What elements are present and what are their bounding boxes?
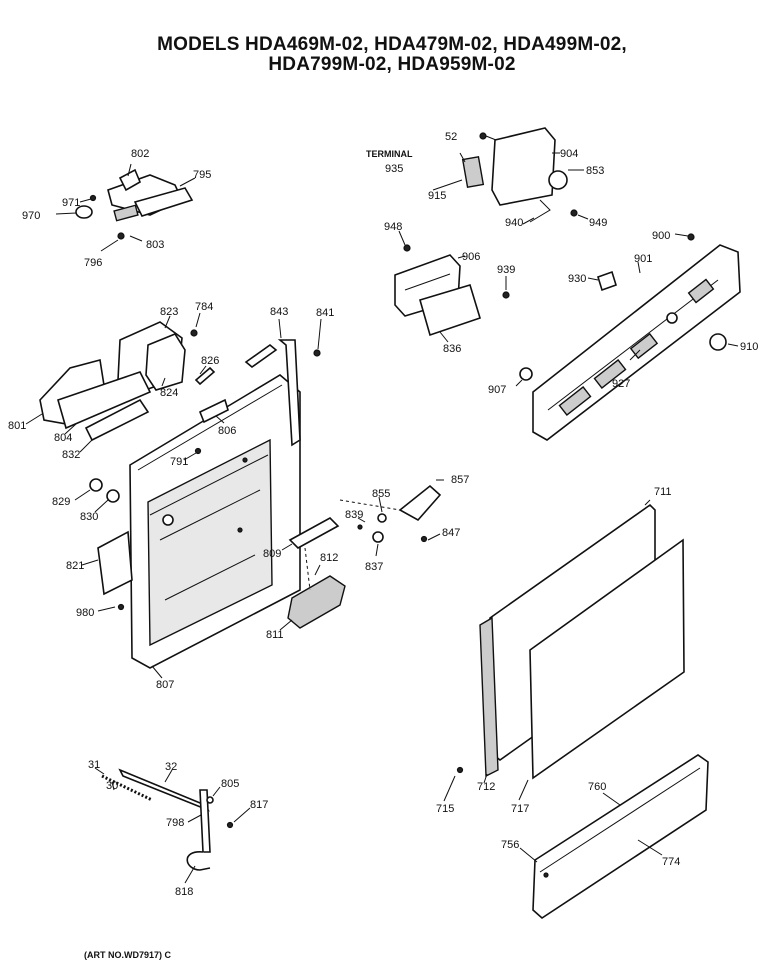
label-915: 915 xyxy=(428,190,446,202)
label-711: 711 xyxy=(654,486,672,498)
label-829: 829 xyxy=(52,496,70,508)
label-904: 904 xyxy=(560,148,578,160)
label-803: 803 xyxy=(146,239,164,251)
label-812: 812 xyxy=(320,552,338,564)
control-panel xyxy=(515,233,741,441)
label-939: 939 xyxy=(497,264,515,276)
control-parts xyxy=(394,127,589,343)
label-32: 32 xyxy=(165,761,177,773)
label-798: 798 xyxy=(166,817,184,829)
label-841: 841 xyxy=(316,307,334,319)
label-756: 756 xyxy=(501,839,519,851)
art-number: (ART NO.WD7917) C xyxy=(84,950,172,960)
label-853: 853 xyxy=(586,165,604,177)
label-795: 795 xyxy=(193,169,211,181)
label-970: 970 xyxy=(22,210,40,222)
label-818: 818 xyxy=(175,886,193,898)
label-791: 791 xyxy=(170,456,188,468)
label-847: 847 xyxy=(442,527,460,539)
diagram-title-line-2: HDA799M-02, HDA959M-02 xyxy=(268,54,516,75)
label-715: 715 xyxy=(436,803,454,815)
label-910: 910 xyxy=(740,341,758,353)
label-830: 830 xyxy=(80,511,98,523)
label-971: 971 xyxy=(62,197,80,209)
label-839: 839 xyxy=(345,509,363,521)
label-31: 31 xyxy=(88,759,100,771)
label-901: 901 xyxy=(634,253,652,265)
label-796: 796 xyxy=(84,257,102,269)
label-823: 823 xyxy=(160,306,178,318)
outer-door-panel xyxy=(443,499,685,802)
door-spring-assembly xyxy=(94,767,251,884)
label-784: 784 xyxy=(195,301,213,313)
label-826: 826 xyxy=(201,355,219,367)
terminal-caption: TERMINAL xyxy=(366,149,413,159)
label-935: 935 xyxy=(385,163,403,175)
toe-panel xyxy=(519,754,709,920)
label-948: 948 xyxy=(384,221,402,233)
label-817: 817 xyxy=(250,799,268,811)
label-832: 832 xyxy=(62,449,80,461)
label-930: 930 xyxy=(568,273,586,285)
latch-assembly xyxy=(55,163,196,252)
label-802: 802 xyxy=(131,148,149,160)
label-760: 760 xyxy=(588,781,606,793)
label-824: 824 xyxy=(160,387,178,399)
label-774: 774 xyxy=(662,856,680,868)
label-801: 801 xyxy=(8,420,26,432)
label-804: 804 xyxy=(54,432,72,444)
label-949: 949 xyxy=(589,217,607,229)
diagram-title-line-1: MODELS HDA469M-02, HDA479M-02, HDA499M-0… xyxy=(157,34,627,55)
label-900: 900 xyxy=(652,230,670,242)
label-717: 717 xyxy=(511,803,529,815)
label-857: 857 xyxy=(451,474,469,486)
part-labels: 802 795 971 970 803 796 823 784 843 841 … xyxy=(8,131,758,898)
label-809: 809 xyxy=(263,548,281,560)
label-807: 807 xyxy=(156,679,174,691)
label-836: 836 xyxy=(443,343,461,355)
label-30: 30 xyxy=(106,780,118,792)
vent-assembly xyxy=(25,312,216,453)
label-712: 712 xyxy=(477,781,495,793)
label-980: 980 xyxy=(76,607,94,619)
label-855: 855 xyxy=(372,488,390,500)
label-906: 906 xyxy=(462,251,480,263)
label-805: 805 xyxy=(221,778,239,790)
label-821: 821 xyxy=(66,560,84,572)
label-811: 811 xyxy=(266,629,284,641)
label-843: 843 xyxy=(270,306,288,318)
label-806: 806 xyxy=(218,425,236,437)
label-927: 927 xyxy=(612,378,630,390)
label-907: 907 xyxy=(488,384,506,396)
inner-door-frame xyxy=(74,318,322,679)
hinge-components xyxy=(279,479,444,631)
label-837: 837 xyxy=(365,561,383,573)
label-52: 52 xyxy=(445,131,457,143)
label-940: 940 xyxy=(505,217,523,229)
